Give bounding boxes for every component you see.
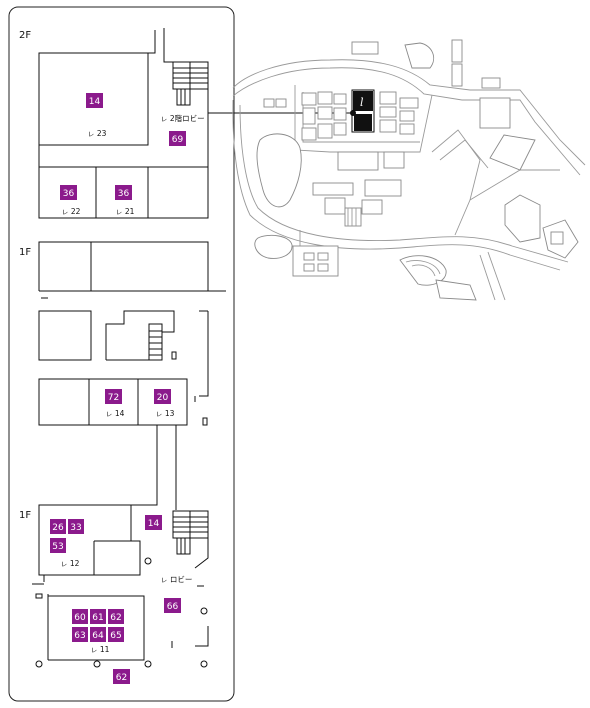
room-badge-20-label: 20 [157, 393, 169, 403]
floor-label-1f-upper: 1F [19, 247, 31, 258]
room-badge-36-a-label: 36 [63, 189, 75, 199]
room-label-22: ㇾ 22 [61, 207, 81, 216]
room-badge-33[interactable] [68, 519, 84, 534]
room-label-12: ㇾ 12 [60, 559, 80, 568]
panel-frame [8, 6, 235, 702]
room-badge-14-lower-label: 14 [148, 519, 160, 529]
campus-map: l [232, 39, 586, 301]
room-label-11: ㇾ 11 [90, 645, 110, 654]
room-badge-69-label: 69 [172, 135, 184, 145]
room-badge-33-label: 33 [70, 523, 81, 533]
stairs-1f-lower [172, 510, 209, 569]
current-building[interactable]: l [350, 89, 375, 133]
room-badge-72[interactable] [105, 389, 122, 404]
room-badge-63-label: 63 [74, 631, 85, 641]
floor-plan-panel: 2F 14 [8, 6, 353, 702]
room-badge-60[interactable] [72, 609, 88, 624]
floor-label-1f-lower: 1F [19, 510, 31, 521]
location-pin-icon [350, 110, 356, 116]
floor-2f: 2F 14 [19, 28, 353, 219]
room-badge-53[interactable] [50, 538, 66, 553]
room-label-13: ㇾ 13 [155, 409, 175, 418]
room-badge-60-label: 60 [74, 613, 86, 623]
room-badge-61-label: 61 [92, 613, 103, 623]
room-badge-72-label: 72 [108, 393, 119, 403]
room-badge-66-label: 66 [167, 602, 179, 612]
room-badge-53-label: 53 [52, 542, 63, 552]
room-badge-36-b[interactable] [115, 185, 132, 200]
room-label-21: ㇾ 21 [115, 207, 135, 216]
room-badge-14-label: 14 [89, 97, 101, 107]
room-badge-26-label: 26 [52, 523, 64, 533]
room-badge-65[interactable] [108, 627, 124, 642]
room-label-23: ㇾ 23 [87, 129, 107, 138]
room-badge-62-label: 62 [110, 613, 121, 623]
room-badge-36-b-label: 36 [118, 189, 130, 199]
room-label-lobby-1f: ㇾ ロビー [160, 575, 192, 584]
room-badge-66[interactable] [164, 598, 181, 613]
room-label-14: ㇾ 14 [105, 409, 125, 418]
room-badge-14-lower[interactable] [145, 515, 162, 530]
floor-label-2f: 2F [19, 30, 31, 41]
room-badge-14[interactable] [86, 93, 103, 108]
room-badge-69[interactable] [169, 131, 186, 146]
room-badge-63[interactable] [72, 627, 88, 642]
stairs-2f [172, 61, 209, 167]
room-badge-65-label: 65 [110, 631, 121, 641]
room-badge-64-label: 64 [92, 631, 104, 641]
room-badge-61[interactable] [90, 609, 106, 624]
room-badge-62[interactable] [108, 609, 124, 624]
room-badge-26[interactable] [50, 519, 66, 534]
room-badge-64[interactable] [90, 627, 106, 642]
location-marker-icon: l [360, 96, 364, 109]
room-badge-62-bottom[interactable] [113, 669, 130, 684]
room-badge-62-bottom-label: 62 [116, 673, 127, 683]
room-badge-20[interactable] [154, 389, 171, 404]
floor-1f-upper: 1F 72 [19, 241, 226, 506]
room-badge-36-a[interactable] [60, 185, 77, 200]
floor-1f-lower: 1F 26 33 53 14 [19, 504, 209, 684]
room-label-lobby-2f: ㇾ 2階ロビー [160, 113, 205, 123]
stairs-1f-upper [148, 323, 163, 361]
